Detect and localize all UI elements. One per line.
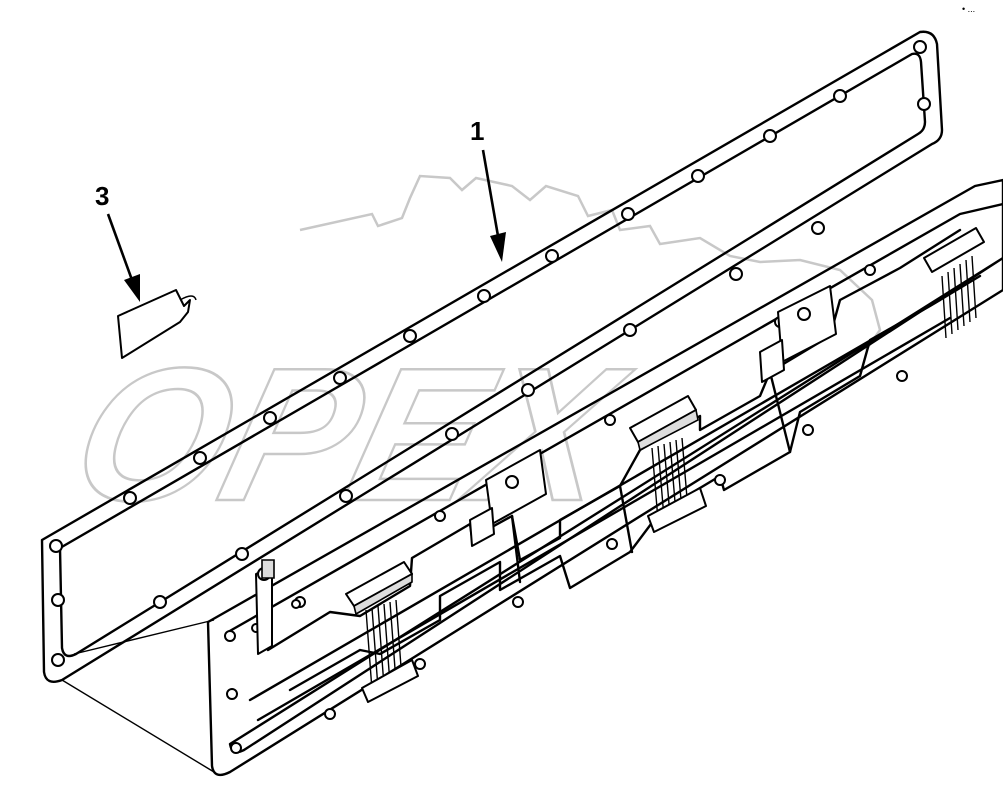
ribbon-connector-2 — [629, 395, 707, 533]
watermark-text: OPEX — [55, 328, 646, 541]
watermark-engine-outline — [299, 174, 882, 351]
callout-1: 1 — [470, 116, 506, 262]
gasket-outer-edge — [40, 30, 944, 683]
callout-3: 3 — [95, 181, 140, 302]
sensor-modules — [255, 285, 837, 655]
corner-mark: • ... — [962, 4, 975, 14]
callout-1-label: 1 — [470, 116, 484, 146]
tag-plate — [117, 289, 191, 359]
gasket-part — [40, 30, 944, 683]
callout-3-label: 3 — [95, 181, 109, 211]
ribbon-connector-1 — [345, 561, 419, 703]
gasket-bolt-holes — [49, 40, 931, 667]
ribbon-connector-3 — [923, 227, 985, 339]
ribbon-connectors — [345, 227, 985, 703]
housing-outer-frame — [206, 178, 1003, 777]
watermark: OPEX — [54, 174, 882, 542]
sensor-module-2 — [759, 285, 837, 383]
tag-part — [117, 289, 197, 359]
temperature-probe — [255, 559, 275, 655]
gasket-inner-edge — [58, 52, 927, 658]
sensor-module-1 — [469, 449, 547, 547]
